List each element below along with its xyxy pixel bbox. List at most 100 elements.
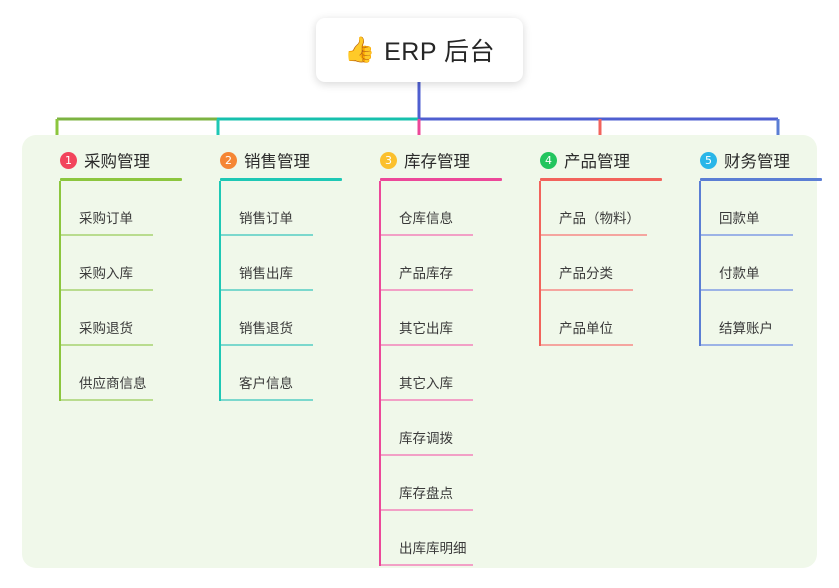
- category-badge-2: 2: [220, 151, 237, 169]
- category-column-4: 4 产品管理产品（物料） 产品分类产品单位: [522, 147, 674, 346]
- category-spine-3: [379, 181, 381, 566]
- list-item-underline: [541, 234, 647, 236]
- category-badge-5: 5: [700, 151, 717, 169]
- list-item-label: 产品单位: [559, 321, 613, 336]
- list-item-underline: [61, 289, 153, 291]
- list-item-underline: [541, 344, 633, 346]
- list-item-underline: [221, 234, 313, 236]
- category-item-list-1: 采购订单采购入库采购退货供应商信息: [42, 181, 194, 401]
- list-item-label: 出库库明细: [399, 541, 467, 556]
- list-item[interactable]: 产品分类: [539, 236, 674, 291]
- diagram-panel: [22, 135, 817, 568]
- category-column-1: 1 采购管理采购订单采购入库采购退货供应商信息: [42, 147, 194, 401]
- category-badge-3: 3: [380, 151, 397, 169]
- list-item[interactable]: 产品单位: [539, 291, 674, 346]
- list-item-label: 销售出库: [239, 266, 293, 281]
- list-item-label: 付款单: [719, 266, 760, 281]
- list-item-underline: [541, 289, 633, 291]
- list-item[interactable]: 仓库信息: [379, 181, 514, 236]
- list-item-underline: [221, 344, 313, 346]
- category-header-1[interactable]: 1 采购管理: [42, 147, 194, 173]
- list-item-label: 客户信息: [239, 376, 293, 391]
- list-item[interactable]: 销售退货: [219, 291, 354, 346]
- list-item-underline: [381, 564, 473, 566]
- thumbs-up-icon: 👍: [343, 35, 376, 64]
- list-item-label: 采购退货: [79, 321, 133, 336]
- category-title-1: 采购管理: [84, 153, 150, 171]
- category-spine-2: [219, 181, 221, 401]
- list-item[interactable]: 产品库存: [379, 236, 514, 291]
- list-item-label: 其它出库: [399, 321, 453, 336]
- list-item-label: 回款单: [719, 211, 760, 226]
- list-item-label: 产品分类: [559, 266, 613, 281]
- list-item-underline: [61, 399, 153, 401]
- list-item-underline: [61, 344, 153, 346]
- category-spine-4: [539, 181, 541, 346]
- list-item-label: 产品（物料）: [559, 211, 640, 226]
- category-spine-5: [699, 181, 701, 346]
- list-item[interactable]: 其它出库: [379, 291, 514, 346]
- list-item-label: 供应商信息: [79, 376, 147, 391]
- list-item-underline: [221, 399, 313, 401]
- list-item[interactable]: 供应商信息: [59, 346, 194, 401]
- category-underline-3: [380, 178, 502, 181]
- list-item[interactable]: 采购退货: [59, 291, 194, 346]
- category-spine-1: [59, 181, 61, 401]
- list-item[interactable]: 出库库明细: [379, 511, 514, 566]
- category-header-3[interactable]: 3 库存管理: [362, 147, 514, 173]
- list-item-underline: [701, 289, 793, 291]
- list-item-label: 采购入库: [79, 266, 133, 281]
- list-item-underline: [381, 509, 473, 511]
- list-item-underline: [701, 234, 793, 236]
- category-column-3: 3 库存管理仓库信息产品库存其它出库其它入库库存调拨库存盘点出库库明细: [362, 147, 514, 566]
- category-header-4[interactable]: 4 产品管理: [522, 147, 674, 173]
- category-badge-4: 4: [540, 151, 557, 169]
- category-item-list-2: 销售订单销售出库销售退货客户信息: [202, 181, 354, 401]
- category-title-4: 产品管理: [564, 153, 630, 171]
- list-item-underline: [381, 344, 473, 346]
- list-item[interactable]: 采购订单: [59, 181, 194, 236]
- list-item-underline: [381, 234, 473, 236]
- list-item[interactable]: 库存调拨: [379, 401, 514, 456]
- category-title-3: 库存管理: [404, 153, 470, 171]
- list-item-label: 仓库信息: [399, 211, 453, 226]
- list-item[interactable]: 销售订单: [219, 181, 354, 236]
- list-item-underline: [381, 454, 473, 456]
- list-item[interactable]: 销售出库: [219, 236, 354, 291]
- list-item[interactable]: 付款单: [699, 236, 834, 291]
- list-item-label: 销售退货: [239, 321, 293, 336]
- list-item-label: 其它入库: [399, 376, 453, 391]
- list-item-label: 销售订单: [239, 211, 293, 226]
- list-item[interactable]: 回款单: [699, 181, 834, 236]
- category-item-list-5: 回款单付款单结算账户: [682, 181, 834, 346]
- list-item[interactable]: 其它入库: [379, 346, 514, 401]
- category-underline-5: [700, 178, 822, 181]
- list-item-underline: [381, 289, 473, 291]
- category-underline-1: [60, 178, 182, 181]
- list-item[interactable]: 采购入库: [59, 236, 194, 291]
- root-node-title: ERP 后台: [384, 38, 496, 66]
- list-item[interactable]: 结算账户: [699, 291, 834, 346]
- list-item-label: 产品库存: [399, 266, 453, 281]
- list-item[interactable]: 客户信息: [219, 346, 354, 401]
- list-item-underline: [61, 234, 153, 236]
- root-node[interactable]: 👍 ERP 后台: [316, 18, 523, 82]
- category-underline-2: [220, 178, 342, 181]
- category-badge-1: 1: [60, 151, 77, 169]
- list-item-underline: [221, 289, 313, 291]
- list-item-underline: [701, 344, 793, 346]
- list-item[interactable]: 产品（物料）: [539, 181, 674, 236]
- list-item-label: 库存调拨: [399, 431, 453, 446]
- category-underline-4: [540, 178, 662, 181]
- list-item[interactable]: 库存盘点: [379, 456, 514, 511]
- list-item-underline: [381, 399, 473, 401]
- category-item-list-4: 产品（物料） 产品分类产品单位: [522, 181, 674, 346]
- list-item-label: 库存盘点: [399, 486, 453, 501]
- list-item-label: 结算账户: [719, 321, 773, 336]
- category-item-list-3: 仓库信息产品库存其它出库其它入库库存调拨库存盘点出库库明细: [362, 181, 514, 566]
- list-item-label: 采购订单: [79, 211, 133, 226]
